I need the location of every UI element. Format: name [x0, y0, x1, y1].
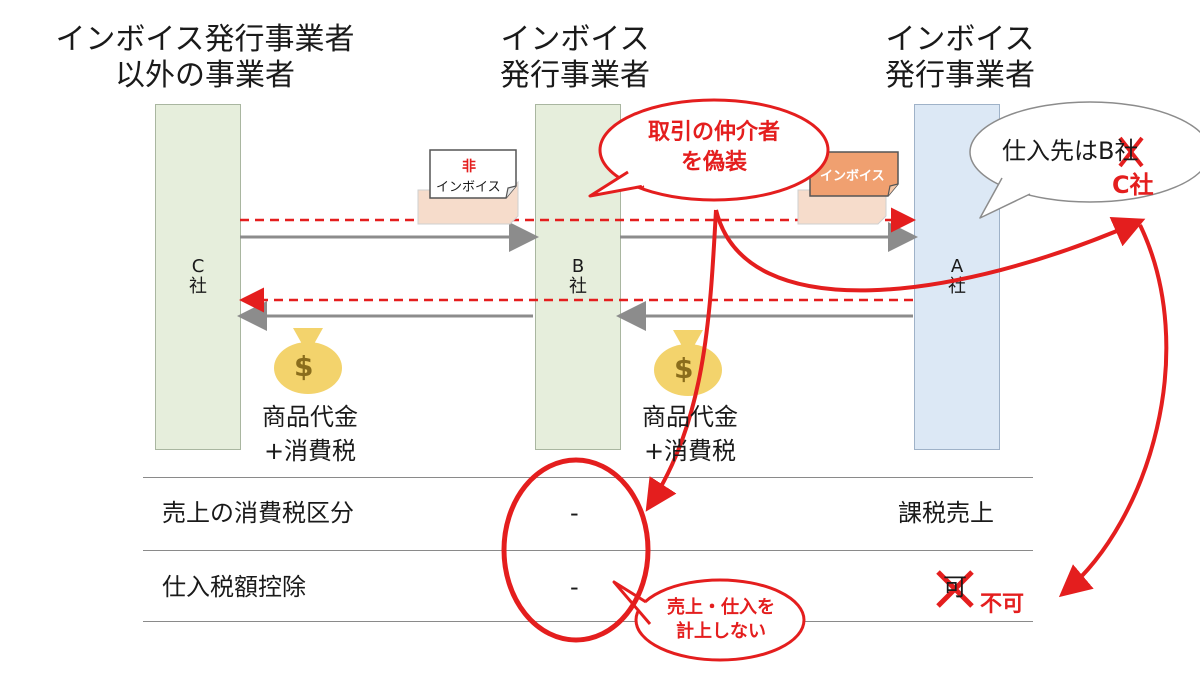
not-record-callout-text: 売上・仕入を計上しない	[667, 597, 775, 642]
non-invoice-mark: 非	[462, 159, 476, 175]
heading-right-line1: インボイス	[885, 22, 1035, 57]
row-label-input-tax-deduction: 仕入税額控除	[162, 573, 306, 601]
strike-x-icon-supplier	[1118, 136, 1144, 168]
curve-arrow-to-supplier	[714, 209, 1146, 293]
supplier-callout-text: 仕入先はB社	[1002, 137, 1139, 165]
supplier-callout-bubble	[969, 101, 1200, 219]
non-invoice-document-icon	[417, 149, 519, 225]
not-allowed-label: 不可	[980, 592, 1025, 617]
payment-label-left: 商品代金+消費税	[262, 403, 358, 465]
row-label-sales-tax-category: 売上の消費税区分	[162, 499, 354, 527]
money-bag-icon-left	[274, 328, 342, 394]
invoice-label: インボイス	[820, 169, 885, 184]
heading-right-line2: 発行事業者	[885, 58, 1035, 93]
invoice-document-icon	[797, 151, 899, 225]
table-line-top	[143, 477, 1033, 478]
heading-middle-line2: 発行事業者	[500, 58, 650, 93]
curve-arrow-to-not-allowed	[1058, 224, 1169, 598]
cell-b-sales-tax-category: -	[570, 499, 579, 527]
b-cells-highlight-ellipse	[501, 457, 651, 643]
money-bag-symbol-left: $	[294, 350, 314, 383]
strike-x-icon-deduction	[936, 570, 974, 608]
heading-left-line2: 以外の事業者	[115, 58, 295, 93]
heading-middle-line1: インボイス	[500, 22, 650, 57]
disguise-callout-text: 取引の仲介者を偽装	[647, 120, 780, 175]
table-line-middle	[143, 550, 1033, 551]
heading-left-line1: インボイス発行事業者	[55, 22, 355, 57]
disguise-callout-bubble	[588, 98, 830, 202]
heading-invoice-issuer-a: インボイス 発行事業者	[855, 22, 1065, 94]
cell-a-sales-tax-category: 課税売上	[898, 499, 994, 527]
not-record-callout-bubble	[612, 578, 806, 662]
cell-b-input-tax-deduction: -	[570, 573, 579, 601]
cell-a-input-tax-deduction: 可	[943, 573, 967, 601]
payment-label-right: 商品代金+消費税	[642, 403, 738, 465]
heading-invoice-issuer-b: インボイス 発行事業者	[470, 22, 680, 94]
heading-non-invoice-issuer: インボイス発行事業者 以外の事業者	[40, 22, 370, 94]
non-invoice-label: インボイス	[436, 180, 501, 195]
money-bag-symbol-right: $	[674, 352, 694, 385]
supplier-actual-name: C社	[1112, 171, 1154, 199]
supplier-struck-name: B	[1098, 137, 1115, 165]
table-line-bottom	[143, 621, 1033, 622]
curve-arrow-to-b-cell	[645, 209, 718, 512]
